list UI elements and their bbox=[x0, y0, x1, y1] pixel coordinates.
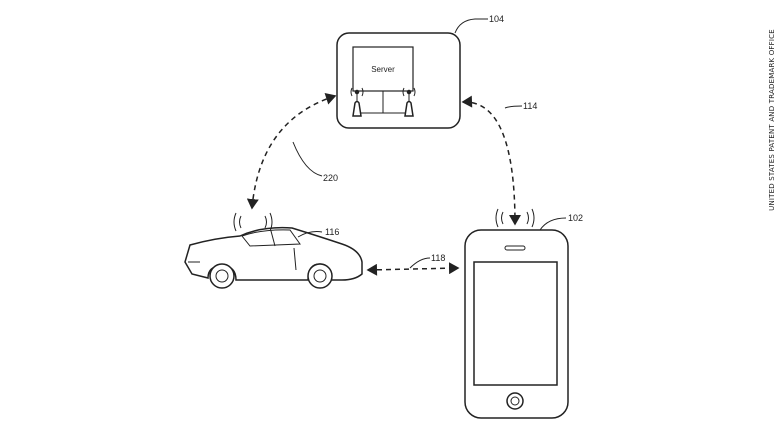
antenna-icon bbox=[402, 87, 416, 117]
link-car-phone bbox=[366, 262, 460, 276]
car-icon bbox=[184, 212, 363, 289]
home-button bbox=[506, 392, 524, 410]
phone-screen bbox=[473, 261, 558, 386]
link-220-label: 220 bbox=[323, 173, 338, 183]
uspto-side-text: UNITED STATES PATENT AND TRADEMARK OFFIC… bbox=[768, 29, 776, 211]
signal-icon bbox=[233, 212, 273, 232]
link-server-phone bbox=[461, 95, 521, 226]
phone-ref-label: 102 bbox=[568, 213, 583, 223]
signal-icon bbox=[495, 208, 535, 228]
server-ref-label: 104 bbox=[489, 14, 504, 24]
link-114-label: 114 bbox=[523, 101, 537, 111]
server-label: Server bbox=[371, 65, 395, 74]
antenna-icon bbox=[350, 87, 364, 117]
phone-speaker bbox=[504, 245, 526, 251]
link-server-car bbox=[246, 93, 337, 210]
link-118-label: 118 bbox=[431, 253, 445, 263]
phone-device bbox=[464, 208, 569, 419]
server-device bbox=[336, 18, 488, 129]
car-ref-label: 116 bbox=[325, 227, 339, 237]
